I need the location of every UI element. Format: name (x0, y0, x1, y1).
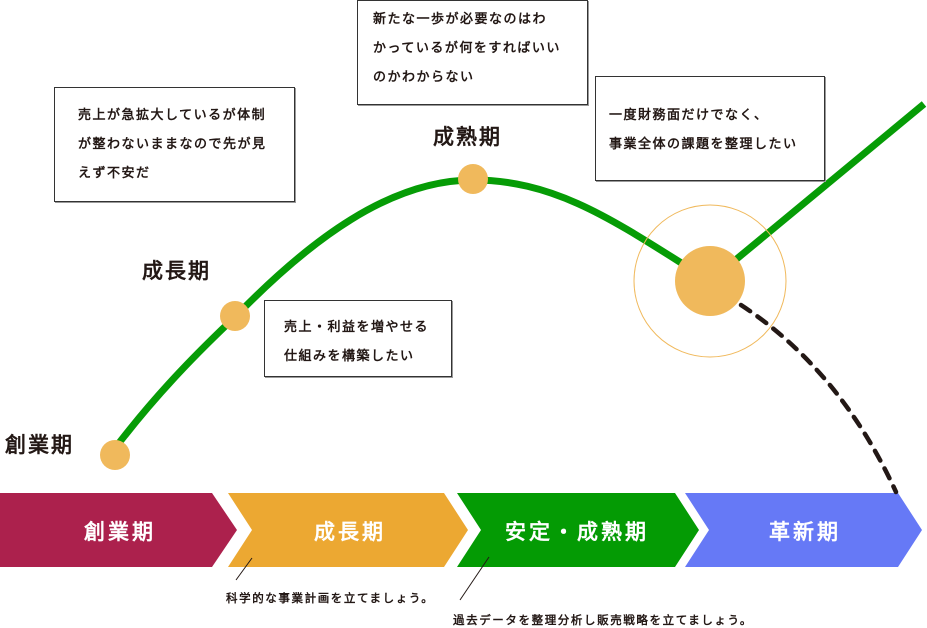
phase-label-maturity: 安定・成熟期 (505, 520, 649, 544)
growth-concern-box: 売上が急拡大しているが体制 が整わないままなので先が見 えず不安だ (54, 87, 295, 202)
box-line: 新たな一歩が必要なのはわ (373, 12, 548, 27)
growth-note-leader (235, 557, 253, 581)
phase-arrow-maturity (457, 493, 699, 567)
box-line: 売上・利益を増やせる (284, 320, 430, 335)
milestone-renewal (675, 246, 745, 316)
phase-label-growth: 成長期 (314, 520, 386, 544)
growth-goal-box: 売上・利益を増やせる 仕組みを構築したい (264, 300, 452, 377)
phase-label-innovation: 革新期 (769, 520, 841, 544)
box-line: が整わないままなので先が見 (78, 137, 267, 152)
milestone-maturity (458, 164, 488, 194)
growth-note: 科学的な事業計画を立てましょう。 (226, 591, 435, 605)
box-line: えず不安だ (78, 166, 151, 181)
label-founding: 創業期 (5, 433, 74, 457)
box-line: かっているが何をすればいい (373, 41, 561, 56)
label-growth: 成長期 (142, 259, 211, 283)
milestone-growth (220, 301, 250, 331)
maturity-note-leader (459, 556, 490, 601)
label-maturity: 成熟期 (433, 125, 502, 149)
renewal-highlight-ring (633, 204, 787, 358)
phase-label-founding: 創業期 (84, 520, 156, 544)
box-line: 売上が急拡大しているが体制 (78, 108, 267, 123)
phase-arrow-growth (228, 493, 468, 567)
phase-arrow-founding (0, 493, 237, 567)
box-line: のかわからない (373, 70, 475, 85)
renewal-curve (707, 101, 927, 284)
decline-dashed-path (738, 302, 899, 495)
renewal-goal-box: 一度財務面だけでなく、 事業全体の課題を整理したい (595, 76, 825, 181)
growth-curve (111, 176, 712, 457)
phase-arrow-innovation (685, 493, 922, 567)
box-line: 仕組みを構築したい (284, 349, 415, 364)
box-line: 一度財務面だけでなく、 (609, 108, 769, 123)
box-line: 事業全体の課題を整理したい (609, 137, 798, 152)
maturity-concern-box: 新たな一歩が必要なのはわ かっているが何をすればいい のかわからない (357, 0, 588, 105)
milestone-founding (100, 440, 130, 470)
maturity-note: 過去データを整理分析し販売戦略を立てましょう。 (453, 613, 754, 627)
